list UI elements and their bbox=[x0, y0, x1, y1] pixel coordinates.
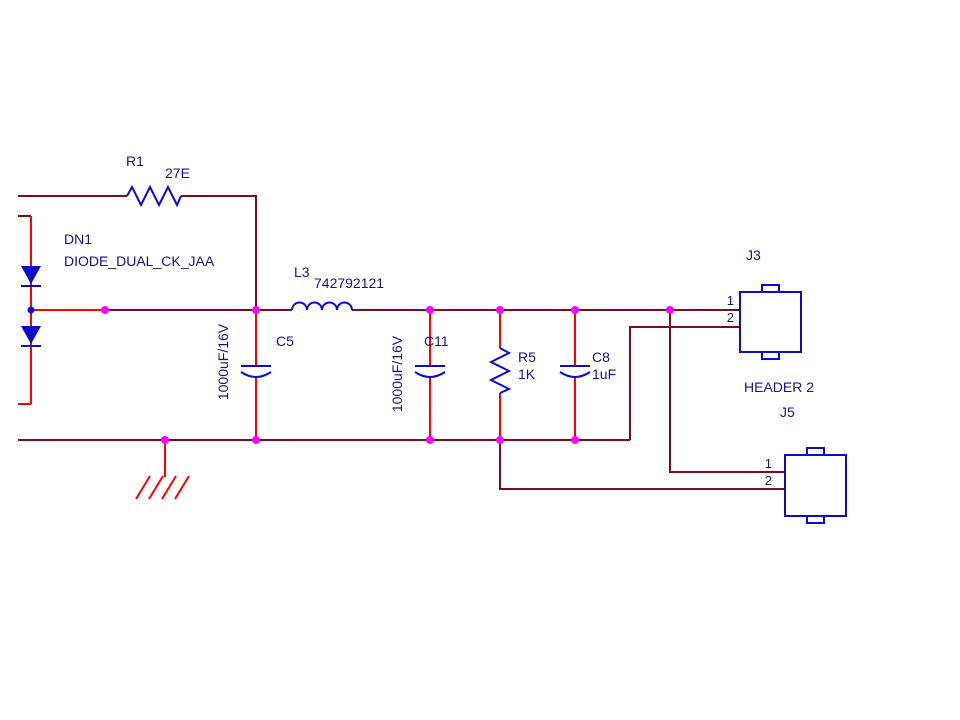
ground-hatch-1 bbox=[135, 475, 151, 500]
j5-tab-bottom bbox=[806, 515, 825, 524]
dn1-diode-bottom-triangle bbox=[21, 326, 41, 344]
label-j5-ref: J5 bbox=[780, 404, 795, 420]
r1-zigzag bbox=[126, 184, 182, 208]
junction-dot bbox=[426, 306, 434, 314]
j3-tab-bottom bbox=[761, 351, 780, 360]
j3-body bbox=[739, 291, 802, 353]
label-j3-value: HEADER 2 bbox=[744, 379, 814, 395]
junction-dot bbox=[101, 306, 109, 314]
label-c5-ref: C5 bbox=[276, 333, 294, 349]
label-c11-value: 1000uF/16V bbox=[389, 335, 405, 412]
junction-dot bbox=[252, 436, 260, 444]
label-c5-value: 1000uF/16V bbox=[215, 323, 231, 400]
junction-dot bbox=[666, 306, 674, 314]
c5-plate-curved bbox=[240, 371, 272, 378]
label-j5-pin1: 1 bbox=[765, 456, 772, 471]
resistor-r5[interactable] bbox=[488, 347, 512, 394]
label-r5-ref: R5 bbox=[518, 349, 536, 365]
label-r1-value: 27E bbox=[165, 165, 190, 181]
c11-plate-curved bbox=[414, 371, 446, 378]
wire-j5-pin2 bbox=[499, 440, 785, 490]
j5-body bbox=[784, 454, 847, 517]
label-c11-ref: C11 bbox=[424, 333, 449, 349]
c8-plate-curved bbox=[559, 371, 591, 378]
dn1-junction-dot bbox=[27, 306, 35, 314]
label-l3-value: 742792121 bbox=[314, 275, 384, 291]
label-dn1-ref: DN1 bbox=[64, 231, 92, 247]
label-dn1-value: DIODE_DUAL_CK_JAA bbox=[64, 253, 215, 269]
ground-hatch-2 bbox=[148, 475, 164, 500]
wire-j3-pin2 bbox=[629, 326, 740, 440]
connector-j3[interactable] bbox=[739, 284, 802, 360]
label-c8-ref: C8 bbox=[592, 349, 610, 365]
ground-symbol[interactable] bbox=[135, 475, 190, 500]
j5-tab-top bbox=[806, 447, 825, 456]
junction-dot bbox=[496, 436, 504, 444]
label-c8-value: 1uF bbox=[592, 366, 616, 382]
diode-dn1[interactable] bbox=[21, 266, 41, 347]
capacitor-c11[interactable] bbox=[414, 365, 446, 378]
label-j5-pin2: 2 bbox=[765, 473, 772, 488]
label-j3-pin2: 2 bbox=[727, 310, 734, 325]
wire-j5-pin1 bbox=[669, 310, 785, 473]
inductor-l3[interactable] bbox=[291, 301, 353, 311]
ground-hatch-3 bbox=[161, 475, 177, 500]
wire-top-right bbox=[181, 195, 257, 310]
label-r5-value: 1K bbox=[518, 366, 536, 382]
r5-zigzag bbox=[488, 347, 512, 394]
junction-dot bbox=[571, 306, 579, 314]
labels: R1 27E DN1 DIODE_DUAL_CK_JAA L3 74279212… bbox=[64, 153, 814, 488]
junction-dot bbox=[252, 306, 260, 314]
junction-dots bbox=[101, 306, 674, 444]
label-r1-ref: R1 bbox=[126, 153, 144, 169]
l3-coil bbox=[291, 301, 353, 311]
junction-dot bbox=[496, 306, 504, 314]
capacitor-c5[interactable] bbox=[240, 365, 272, 378]
label-j3-ref: J3 bbox=[746, 247, 761, 263]
label-j3-pin1: 1 bbox=[727, 293, 734, 308]
ground-hatch-4 bbox=[174, 475, 190, 500]
junction-dot bbox=[161, 436, 169, 444]
capacitor-c8[interactable] bbox=[559, 365, 591, 378]
junction-dot bbox=[426, 436, 434, 444]
label-l3-ref: L3 bbox=[294, 264, 310, 280]
dn1-diode-top-triangle bbox=[21, 266, 41, 284]
junction-dot bbox=[571, 436, 579, 444]
j3-tab-top bbox=[761, 284, 780, 293]
connector-j5[interactable] bbox=[784, 447, 847, 524]
resistor-r1[interactable] bbox=[126, 184, 182, 208]
